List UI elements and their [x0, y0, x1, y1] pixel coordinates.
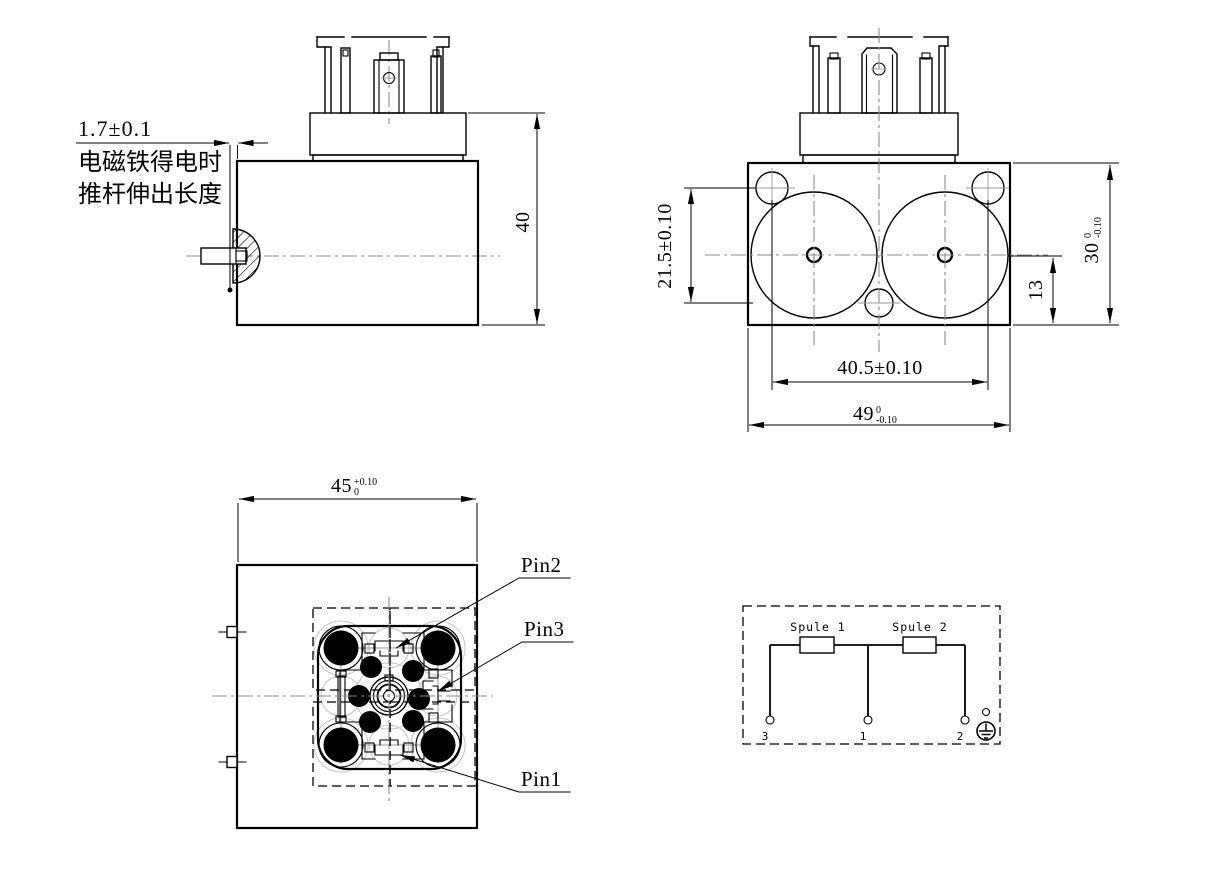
coil1-symbol	[799, 636, 835, 654]
dim-49: 49 0 -0.10	[747, 328, 1011, 432]
dim-1-7-label: 1.7±0.1	[78, 116, 152, 141]
dim-40: 40	[468, 112, 545, 326]
dim-21-5-label: 21.5±0.10	[654, 203, 676, 288]
earth-ground-icon	[976, 707, 996, 741]
dim-30-tol-lower: -0.10	[1093, 217, 1104, 238]
dim-13: 13	[1008, 255, 1062, 326]
front-view: 21.5±0.10 13 30 0 -0.10 40.5±0.10	[654, 28, 1119, 432]
coil1-label: Spule 1	[790, 620, 845, 634]
dim-30: 30 0 -0.10	[1013, 162, 1119, 326]
dim-49-nominal: 49	[853, 403, 874, 425]
terminal-3-label: 3	[762, 730, 769, 743]
side-connector-shroud	[316, 36, 450, 114]
pin1-label: Pin1	[521, 767, 562, 791]
side-view: 40 1.7±0.1 电磁铁得电时 推杆伸出长度	[76, 36, 545, 327]
dim-40-5-label: 40.5±0.10	[837, 357, 922, 379]
circuit-diagram: Spule 1 Spule 2 3 1 2	[742, 605, 1001, 745]
front-connector-shroud	[809, 36, 949, 114]
dim-45-nominal: 45	[331, 475, 352, 497]
side-body	[235, 159, 480, 327]
bottom-view: 45 +0.10 0 Pin2 Pin3 Pin1	[212, 475, 574, 830]
circuit-wires	[769, 644, 966, 716]
terminals: 3 1 2	[762, 715, 970, 743]
side-connector-base	[309, 112, 467, 156]
push-rod	[200, 228, 261, 293]
note-line2: 推杆伸出长度	[78, 181, 222, 208]
dim-30-tol-upper: 0	[1083, 233, 1094, 238]
side-connector-pins	[340, 47, 442, 114]
dim-45-tol-upper: +0.10	[354, 477, 377, 488]
pin3-label: Pin3	[524, 617, 565, 641]
dim-40-5: 40.5±0.10	[771, 200, 989, 390]
dim-40-label: 40	[512, 212, 534, 233]
terminal-2-label: 2	[957, 730, 964, 743]
dim-45-tol-lower: 0	[354, 487, 359, 498]
pin3-contact	[422, 680, 439, 710]
terminal-1-label: 1	[860, 730, 867, 743]
coil2-label: Spule 2	[892, 620, 947, 634]
contact-dots	[323, 630, 456, 763]
circuit-border	[742, 605, 1001, 745]
note-17: 1.7±0.1 电磁铁得电时 推杆伸出长度	[76, 116, 268, 288]
coil2-symbol	[902, 636, 937, 654]
front-connector-pins	[827, 47, 933, 114]
dim-13-label: 13	[1025, 280, 1047, 301]
dim-21-5: 21.5±0.10	[654, 187, 756, 304]
left-tabs	[218, 625, 247, 769]
dim-49-tol-lower: -0.10	[876, 415, 897, 426]
dim-30-nominal: 30	[1081, 243, 1103, 264]
pin2-label: Pin2	[521, 553, 562, 577]
dim-49-tol-upper: 0	[876, 405, 881, 416]
note-line1: 电磁铁得电时	[78, 149, 222, 176]
pin-labels: Pin2 Pin3 Pin1	[395, 553, 574, 793]
dim-45: 45 +0.10 0	[237, 475, 478, 562]
